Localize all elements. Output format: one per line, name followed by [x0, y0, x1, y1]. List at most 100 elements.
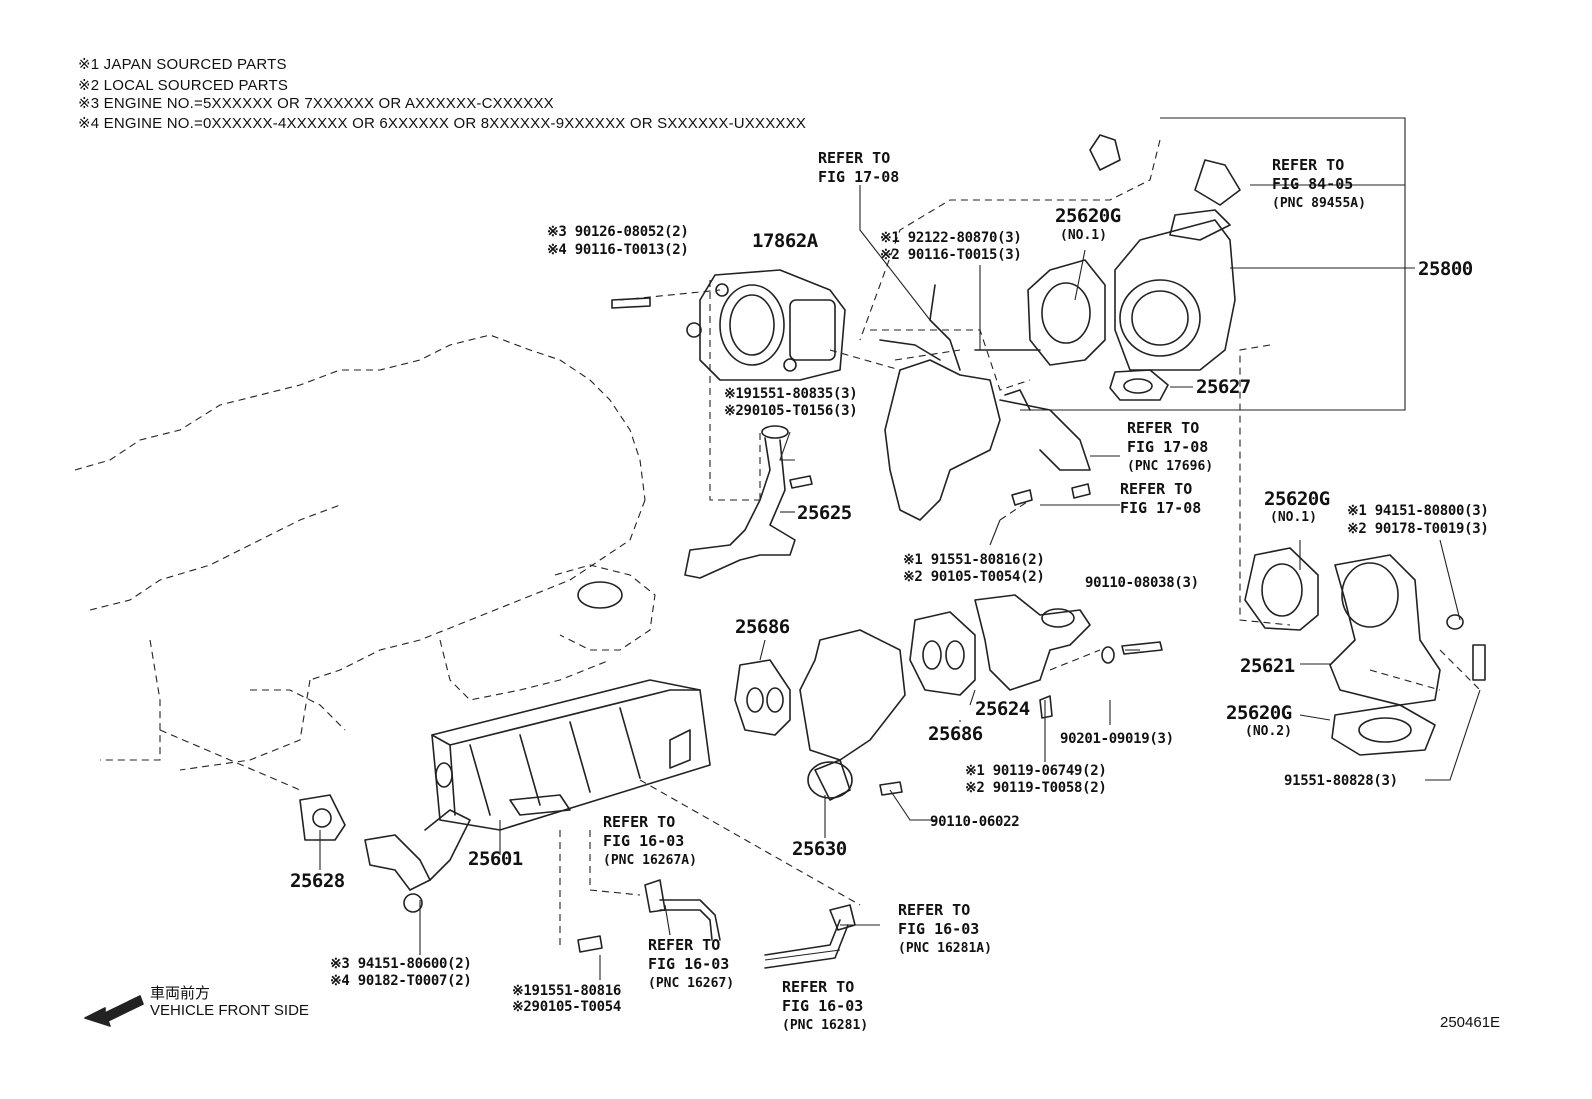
engine-block-outline [74, 334, 656, 771]
egr-pipe-bellows [364, 809, 471, 891]
part-label-25628[interactable]: 25628 [290, 870, 345, 892]
fastener-label[interactable]: 90110-06022 [930, 814, 1020, 830]
part-label-25686-top[interactable]: 25686 [735, 616, 790, 638]
reference-line: FIG 16-03 [782, 997, 864, 1015]
reference-callout[interactable]: REFER TO FIG 16-03 (PNC 16267A) [603, 813, 697, 870]
diagram-id: 250461E [1440, 1014, 1501, 1031]
reference-callout[interactable]: REFER TO FIG 17-08 [818, 149, 899, 187]
fastener-label[interactable]: ※191551-80816 [512, 983, 621, 999]
reference-line: REFER TO [1120, 480, 1193, 498]
reference-line: REFER TO [818, 149, 891, 167]
fastener-label[interactable]: 90110-08038(3) [1085, 575, 1199, 591]
front-label-en: VEHICLE FRONT SIDE [150, 1002, 309, 1019]
reference-callout[interactable]: REFER TO FIG 17-08 [1120, 480, 1201, 518]
fastener-label[interactable]: ※2 90119-T0058(2) [965, 780, 1107, 796]
reference-line: FIG 17-08 [1120, 499, 1202, 517]
fastener-label[interactable]: ※1 91551-80816(2) [903, 552, 1045, 568]
reference-line: FIG 84-05 [1272, 175, 1354, 193]
fastener-label[interactable]: ※1 92122-80870(3) [880, 230, 1022, 246]
part-sublabel-25620G-top: (NO.1) [1060, 228, 1107, 243]
reference-pnc: (PNC 89455A) [1272, 196, 1366, 211]
reference-pnc: (PNC 16281A) [898, 941, 992, 956]
bracket-25625 [684, 425, 796, 579]
reference-pnc: (PNC 16267A) [603, 853, 697, 868]
fastener-label[interactable]: ※1 94151-80800(3) [1347, 503, 1489, 519]
note-2: ※2 LOCAL SOURCED PARTS [78, 77, 289, 94]
reference-line: FIG 16-03 [648, 955, 730, 973]
reference-callout[interactable]: REFER TO FIG 16-03 (PNC 16267) [648, 936, 734, 993]
leader-lines [319, 117, 1481, 980]
fastener-label[interactable]: ※2 90105-T0054(2) [903, 569, 1045, 585]
fastener-label[interactable]: 91551-80828(3) [1284, 773, 1398, 789]
fastener-label[interactable]: ※290105-T0156(3) [724, 403, 858, 419]
egr-valve-25800 [1089, 134, 1241, 371]
reference-line: REFER TO [782, 978, 855, 996]
reference-callout[interactable]: REFER TO FIG 16-03 (PNC 16281) [782, 978, 868, 1035]
fastener-label[interactable]: ※2 90116-T0015(3) [880, 247, 1022, 263]
part-sublabel-25620G-no2: (NO.2) [1245, 724, 1292, 739]
reference-line: REFER TO [1272, 156, 1345, 174]
part-sublabel-25620G-right: (NO.1) [1270, 510, 1317, 525]
reference-line: FIG 17-08 [818, 168, 900, 186]
water-hoses [644, 879, 856, 969]
reference-line: REFER TO [1127, 419, 1200, 437]
part-label-25620G-no2[interactable]: 25620G [1226, 702, 1292, 724]
part-label-25627[interactable]: 25627 [1196, 376, 1251, 398]
front-label-jp: 車両前方 [150, 985, 211, 1002]
reference-callout[interactable]: REFER TO FIG 17-08 (PNC 17696) [1127, 419, 1213, 476]
part-label-25630[interactable]: 25630 [792, 838, 847, 860]
gasket-25627 [1109, 369, 1169, 401]
reference-pnc: (PNC 16281) [782, 1018, 869, 1033]
fastener-label[interactable]: ※1 90119-06749(2) [965, 763, 1107, 779]
throttle-body-17862A [686, 269, 846, 381]
reference-callout[interactable]: REFER TO FIG 16-03 (PNC 16281A) [898, 901, 992, 958]
fastener-label[interactable]: ※3 94151-80600(2) [330, 956, 472, 972]
egr-elbow-25621 [1329, 554, 1441, 706]
reference-line: REFER TO [603, 813, 676, 831]
part-label-25621[interactable]: 25621 [1240, 655, 1295, 677]
part-label-25686-bottom[interactable]: 25686 [928, 723, 983, 745]
gasket-25620G-top [1027, 259, 1106, 366]
reference-pnc: (PNC 17696) [1127, 459, 1214, 474]
part-label-25620G-right[interactable]: 25620G [1264, 488, 1330, 510]
reference-line: FIG 16-03 [603, 832, 685, 850]
front-arrow [84, 995, 144, 1027]
egr-adapter-25624 [974, 594, 1091, 691]
gasket-25620G-no2 [1331, 704, 1436, 756]
fastener-label[interactable]: ※3 90126-08052(2) [547, 224, 689, 240]
gasket-25686-top [734, 659, 791, 736]
reference-pnc: (PNC 16267) [648, 976, 735, 991]
reference-line: FIG 17-08 [1127, 438, 1209, 456]
egr-valve-25630 [799, 629, 906, 801]
small-bolts [403, 475, 1486, 953]
part-label-25624[interactable]: 25624 [975, 698, 1030, 720]
reference-line: REFER TO [648, 936, 721, 954]
part-label-17862A[interactable]: 17862A [752, 230, 818, 252]
part-label-25800[interactable]: 25800 [1418, 258, 1473, 280]
fastener-label[interactable]: ※290105-T0054 [512, 999, 621, 1015]
note-1: ※1 JAPAN SOURCED PARTS [78, 56, 287, 73]
part-label-25620G-top[interactable]: 25620G [1055, 205, 1121, 227]
assembly-dashed-lines [159, 139, 1481, 950]
fastener-label[interactable]: ※4 90182-T0007(2) [330, 973, 472, 989]
egr-bracket-center [884, 359, 1091, 521]
gasket-25620G-right [1244, 547, 1319, 631]
part-label-25601[interactable]: 25601 [468, 848, 523, 870]
engine-port-ring [577, 581, 623, 609]
egr-cooler-25601 [431, 679, 711, 831]
note-3: ※3 ENGINE NO.=5XXXXXX OR 7XXXXXX OR AXXX… [78, 95, 554, 112]
reference-line: REFER TO [898, 901, 971, 919]
fastener-label[interactable]: ※191551-80835(3) [724, 386, 858, 402]
part-label-25625[interactable]: 25625 [797, 502, 852, 524]
fastener-label[interactable]: ※2 90178-T0019(3) [1347, 521, 1489, 537]
fastener-label[interactable]: 90201-09019(3) [1060, 731, 1174, 747]
reference-callout[interactable]: REFER TO FIG 84-05 (PNC 89455A) [1272, 156, 1366, 213]
gasket-25686-bottom [909, 611, 976, 696]
note-4: ※4 ENGINE NO.=0XXXXXX-4XXXXXX OR 6XXXXXX… [78, 115, 807, 132]
fastener-label[interactable]: ※4 90116-T0013(2) [547, 242, 689, 258]
reference-line: FIG 16-03 [898, 920, 980, 938]
gasket-25628 [299, 794, 346, 841]
egr-pipe-25620 [879, 284, 1041, 371]
